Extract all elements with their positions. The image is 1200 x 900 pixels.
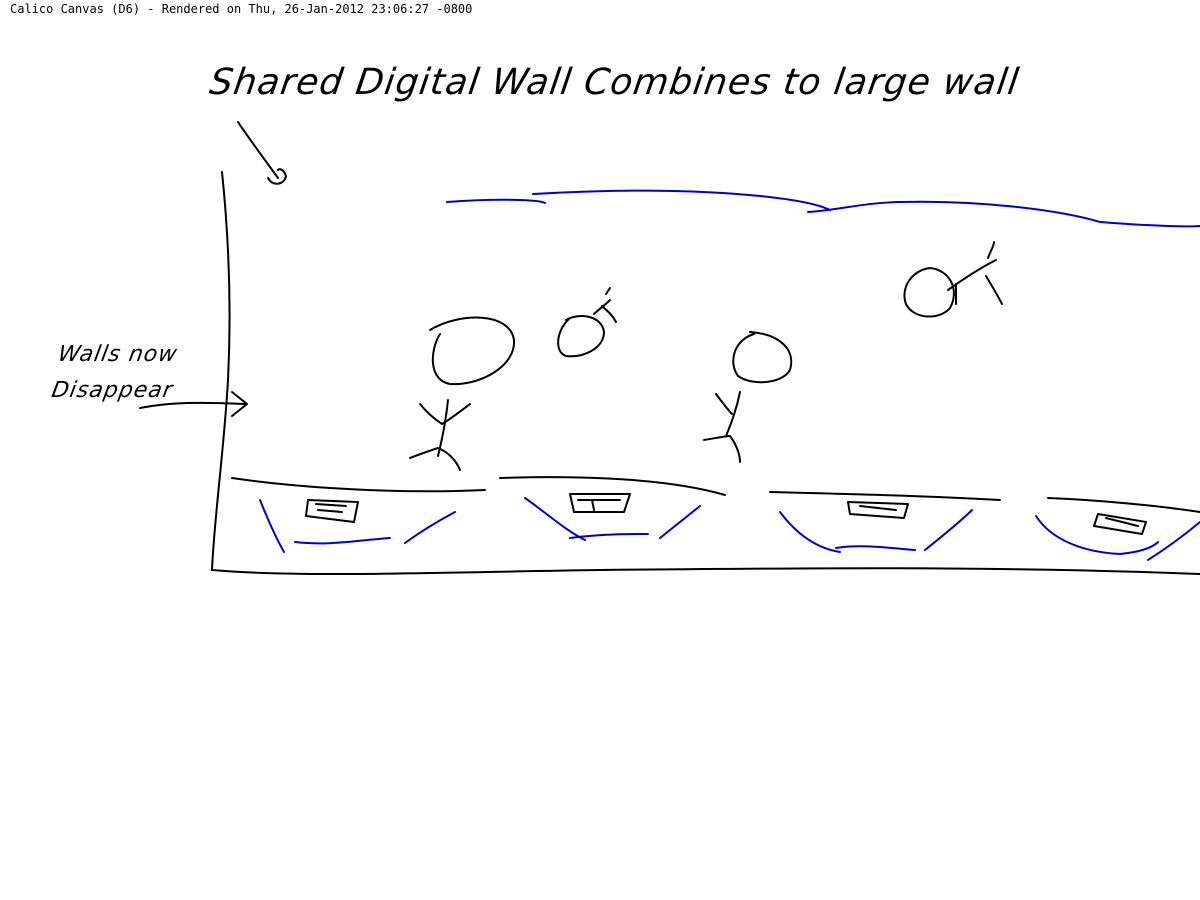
ceiling-line: [446, 189, 1200, 228]
left-wall-line: [211, 171, 231, 571]
screen-2: [524, 493, 701, 541]
screen-top-1: [231, 477, 486, 493]
person-1: [409, 316, 516, 471]
screen-3: [779, 501, 973, 553]
screen-top-4: [1047, 497, 1200, 513]
title-arrow: [237, 121, 287, 185]
person-3: [703, 331, 793, 463]
screen-top-2: [499, 476, 726, 496]
bottom-wall-line: [211, 567, 1200, 576]
screen-top-3: [769, 491, 1001, 501]
screen-4: [1035, 513, 1200, 561]
person-2: [557, 287, 617, 358]
screen-1: [259, 499, 456, 553]
side-arrow: [139, 391, 248, 417]
person-4: [903, 241, 1003, 318]
render-header: Calico Canvas (D6) - Rendered on Thu, 26…: [10, 2, 473, 16]
